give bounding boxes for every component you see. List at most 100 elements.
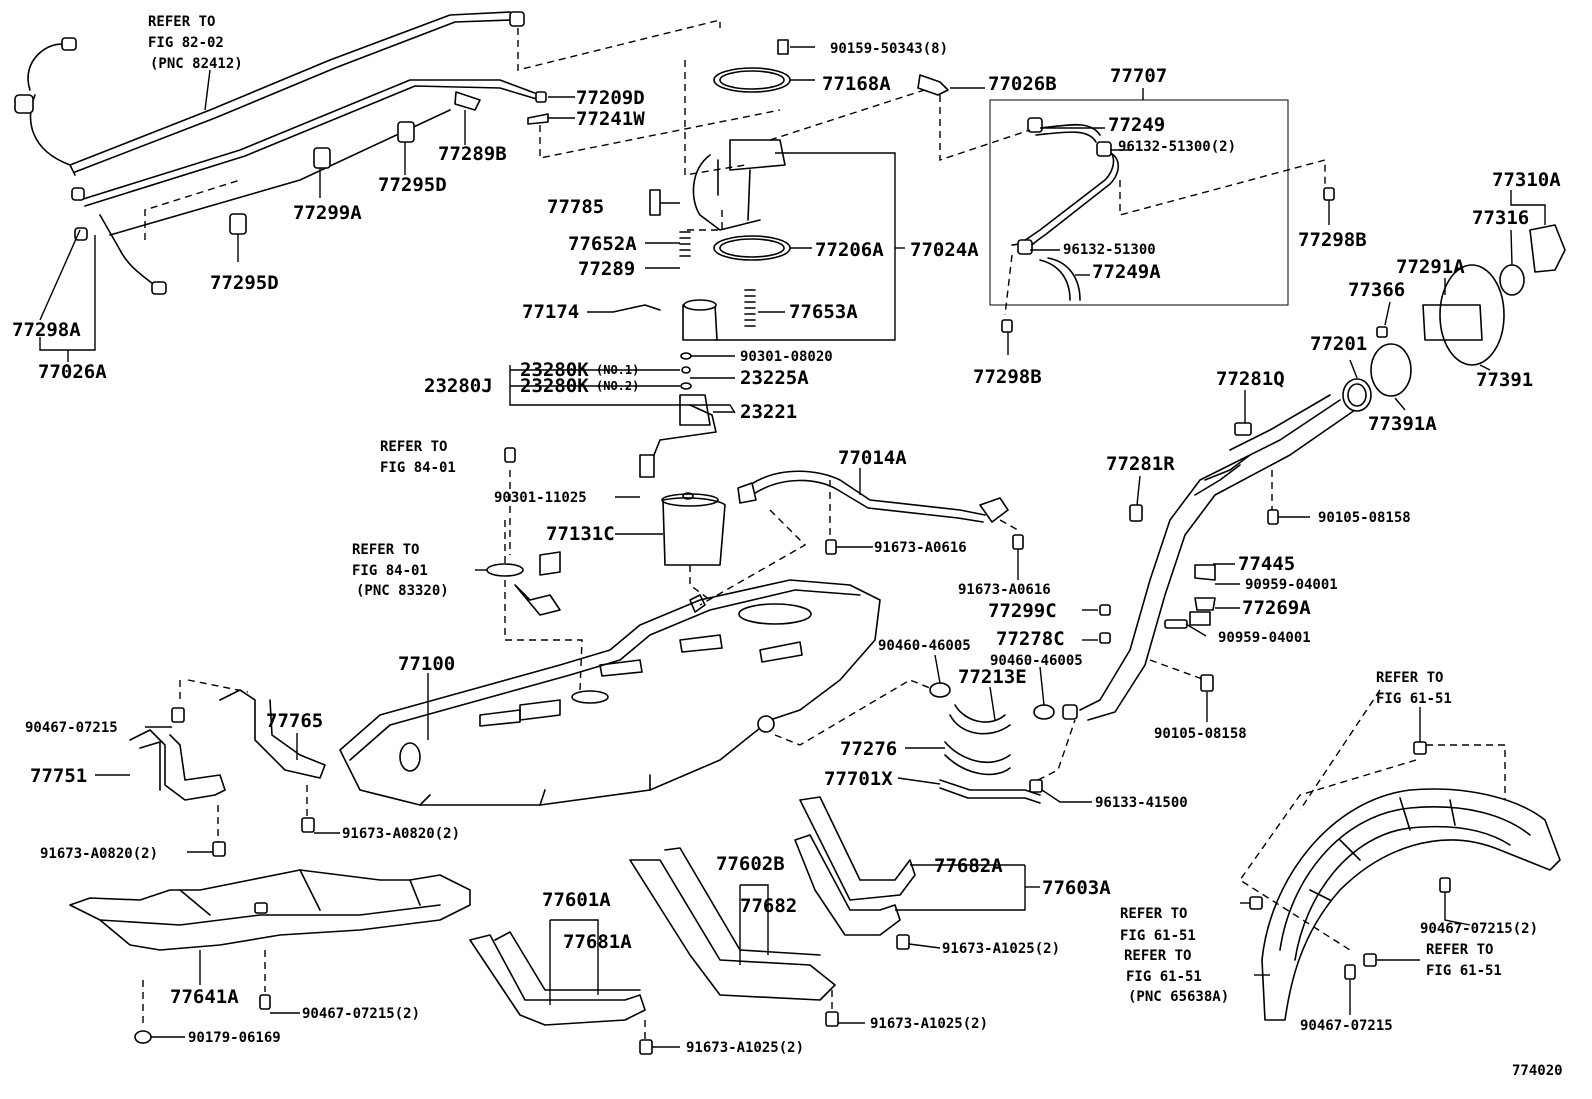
part-label-77131C: 77131C bbox=[546, 523, 615, 545]
part-label-77298A: 77298A bbox=[12, 319, 81, 341]
part-label-91673-A1025-2-a: 91673-A1025(2) bbox=[686, 1040, 804, 1056]
part-label-77174: 77174 bbox=[522, 301, 579, 323]
part-label-77213E: 77213E bbox=[958, 666, 1027, 688]
part-label-23280K-no1: 23280K bbox=[520, 359, 589, 381]
leaders-brackets bbox=[95, 679, 340, 853]
part-label-90467-07215-left: 90467-07215 bbox=[25, 720, 118, 736]
part-label-77269A: 77269A bbox=[1242, 597, 1311, 619]
leaders-vent bbox=[939, 87, 1335, 355]
part-label-77281Q: 77281Q bbox=[1216, 368, 1285, 390]
part-label-77391A: 77391A bbox=[1368, 413, 1437, 435]
part-label-77299C: 77299C bbox=[988, 600, 1057, 622]
part-label-77201: 77201 bbox=[1310, 333, 1367, 355]
refer-note-fig-61-51-a-fig: FIG 61-51 bbox=[1376, 691, 1452, 707]
bracket-assembly bbox=[129, 689, 326, 857]
part-label-77278C: 77278C bbox=[996, 628, 1065, 650]
part-label-77681A: 77681A bbox=[563, 931, 632, 953]
part-label-96132-51300-2: 96132-51300(2) bbox=[1118, 139, 1236, 155]
leaders-fender bbox=[1239, 689, 1506, 1015]
part-label-77601A: 77601A bbox=[542, 889, 611, 911]
part-label-77026B: 77026B bbox=[988, 73, 1057, 95]
part-label-90159-50343: 90159-50343(8) bbox=[830, 41, 948, 57]
refer-note-fig-84-01-b-fig: FIG 84-01 bbox=[352, 563, 428, 579]
vent-hose-assembly bbox=[917, 74, 1289, 306]
part-label-96132-51300: 96132-51300 bbox=[1063, 242, 1156, 258]
leaders-pump bbox=[509, 46, 941, 535]
part-label-77701X: 77701X bbox=[824, 768, 893, 790]
part-label-90301-08020: 90301-08020 bbox=[740, 349, 833, 365]
tank-straps bbox=[469, 796, 916, 1055]
part-label-90105-08158-a: 90105-08158 bbox=[1318, 510, 1411, 526]
filler-neck-assembly bbox=[1062, 224, 1566, 721]
part-label-77310A: 77310A bbox=[1492, 169, 1561, 191]
part-label-77291A: 77291A bbox=[1396, 256, 1465, 278]
part-label-90959-04001-a: 90959-04001 bbox=[1245, 577, 1338, 593]
refer-note-fig-84-01: REFER TO bbox=[380, 439, 447, 455]
part-label-90105-08158-b: 90105-08158 bbox=[1154, 726, 1247, 742]
refer-note-fig-82-02-pnc: (PNC 82412) bbox=[150, 56, 243, 72]
part-label-77316: 77316 bbox=[1472, 207, 1529, 229]
leaders-hoses bbox=[897, 654, 1092, 803]
part-label-77751: 77751 bbox=[30, 765, 87, 787]
part-label-77209D: 77209D bbox=[576, 87, 645, 109]
leaders-straps bbox=[549, 864, 1040, 1048]
under-cover bbox=[69, 869, 471, 1044]
part-label-77682A: 77682A bbox=[934, 855, 1003, 877]
refer-note-fig-84-01-fig: FIG 84-01 bbox=[380, 460, 456, 476]
refer-note-fig-61-51-c-fig: FIG 61-51 bbox=[1126, 969, 1202, 985]
part-label-77298B-right: 77298B bbox=[1298, 229, 1367, 251]
refer-note-fig-61-51-a: REFER TO bbox=[1376, 670, 1443, 686]
part-label-77765: 77765 bbox=[266, 710, 323, 732]
part-label-77241W: 77241W bbox=[576, 108, 645, 130]
part-label-77026A: 77026A bbox=[38, 361, 107, 383]
leaders-tank bbox=[427, 447, 936, 746]
part-label-77295D-top: 77295D bbox=[378, 174, 447, 196]
part-label-23221: 23221 bbox=[740, 401, 797, 423]
part-label-77298B-bottom: 77298B bbox=[973, 366, 1042, 388]
part-label-91673-A0820-left: 91673-A0820(2) bbox=[40, 846, 158, 862]
part-label-77603A: 77603A bbox=[1042, 877, 1111, 899]
part-label-91673-A0820-right: 91673-A0820(2) bbox=[342, 826, 460, 842]
refer-note-fig-84-01-b: REFER TO bbox=[352, 542, 419, 558]
refer-note-fig-61-51-c: REFER TO bbox=[1124, 948, 1191, 964]
part-label-90467-07215-2-a: 90467-07215(2) bbox=[302, 1006, 420, 1022]
part-label-77295D-bottom: 77295D bbox=[210, 272, 279, 294]
fuel-pump-assembly bbox=[612, 39, 791, 566]
part-label-77366: 77366 bbox=[1348, 279, 1405, 301]
part-label-91673-A1025-2-c: 91673-A1025(2) bbox=[942, 941, 1060, 957]
part-label-77276: 77276 bbox=[840, 738, 897, 760]
part-label-77641A: 77641A bbox=[170, 986, 239, 1008]
part-label-23280K-no2: 23280K bbox=[520, 375, 589, 397]
part-label-91673-A0616-b: 91673-A0616 bbox=[958, 582, 1051, 598]
part-label-77100: 77100 bbox=[398, 653, 455, 675]
refer-note-fig-61-51-d-fig: FIG 61-51 bbox=[1426, 963, 1502, 979]
part-label-90959-04001-b: 90959-04001 bbox=[1218, 630, 1311, 646]
part-label-77682: 77682 bbox=[740, 895, 797, 917]
part-label-90467-07215-2-b: 90467-07215(2) bbox=[1420, 921, 1538, 937]
fender-liner bbox=[1249, 741, 1561, 1021]
leaders-evap bbox=[829, 468, 1019, 580]
part-label-77014A: 77014A bbox=[838, 447, 907, 469]
refer-note-fig-84-01-b-pnc: (PNC 83320) bbox=[356, 583, 449, 599]
refer-note-fig-82-02-fig: FIG 82-02 bbox=[148, 35, 224, 51]
part-label-77206A: 77206A bbox=[815, 239, 884, 261]
part-label-90460-46005-a: 90460-46005 bbox=[878, 638, 971, 654]
part-label-77785: 77785 bbox=[547, 196, 604, 218]
part-label-77391: 77391 bbox=[1476, 369, 1533, 391]
part-label-90467-07215-right: 90467-07215 bbox=[1300, 1018, 1393, 1034]
part-label-77653A: 77653A bbox=[789, 301, 858, 323]
leaders-under-cover bbox=[142, 950, 300, 1038]
part-label-77602B: 77602B bbox=[716, 853, 785, 875]
part-label-23225A: 23225A bbox=[740, 367, 809, 389]
diagram-id: 774020 bbox=[1512, 1063, 1563, 1079]
part-label-90460-46005-b: 90460-46005 bbox=[990, 653, 1083, 669]
part-label-77299A: 77299A bbox=[293, 202, 362, 224]
part-label-77289B: 77289B bbox=[438, 143, 507, 165]
refer-note-fig-61-51-c-pnc: (PNC 65638A) bbox=[1128, 989, 1229, 1005]
part-labels: REFER TO FIG 82-02 (PNC 82412) 90159-503… bbox=[12, 14, 1563, 1079]
part-label-90301-11025: 90301-11025 bbox=[494, 490, 587, 506]
leaders-filler bbox=[1082, 190, 1546, 722]
refer-note-fig-82-02: REFER TO bbox=[148, 14, 215, 30]
part-label-96133-41500: 96133-41500 bbox=[1095, 795, 1188, 811]
